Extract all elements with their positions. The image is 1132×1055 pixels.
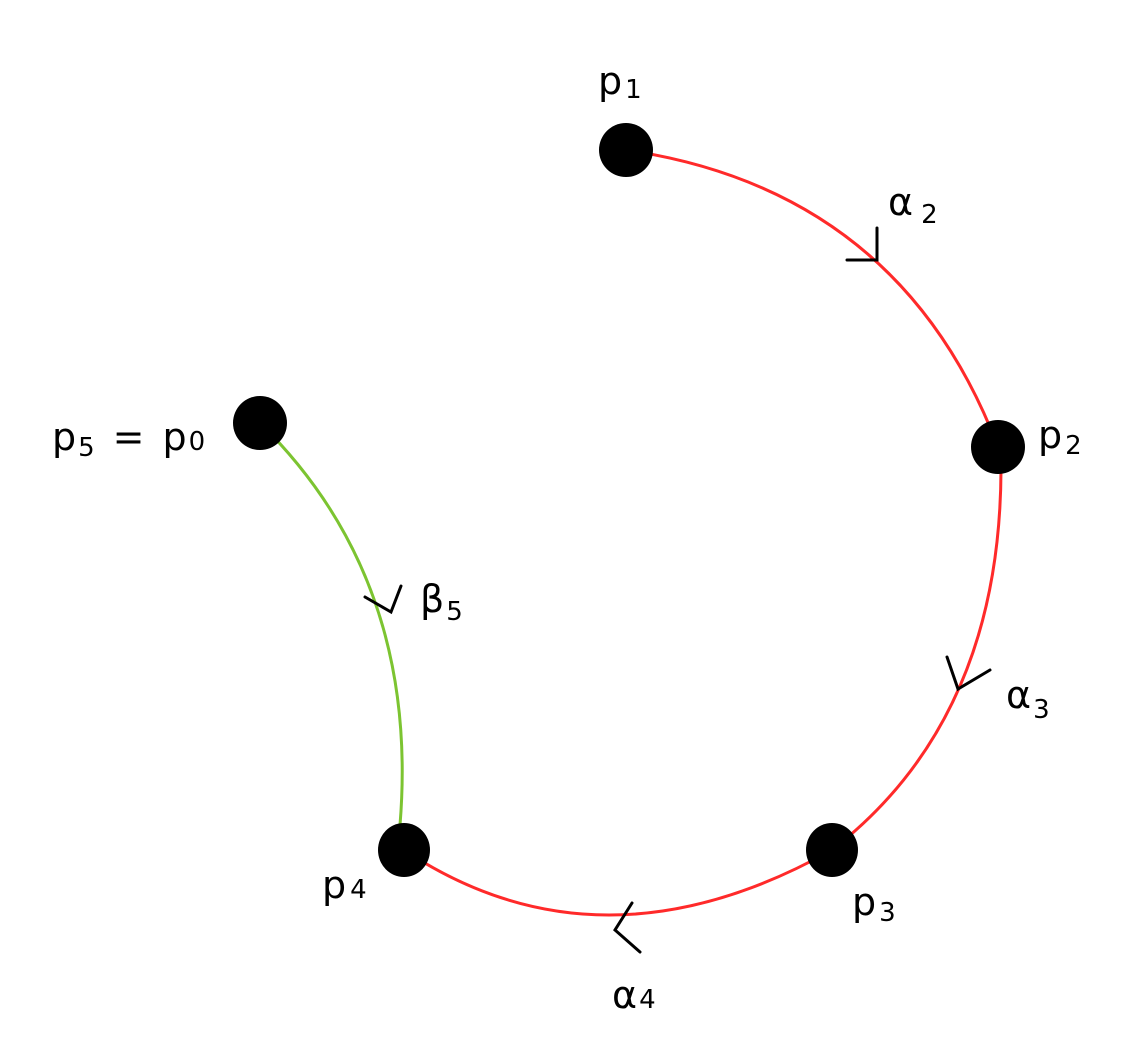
arrow-alpha2-icon	[845, 226, 879, 262]
arrow-alpha3-icon	[945, 655, 992, 692]
label-p5-equals-p0: p5=p0	[52, 415, 205, 463]
node-p1	[599, 123, 653, 177]
edge-alpha2	[625, 148, 1000, 448]
node-p5	[233, 396, 287, 450]
node-p2	[971, 420, 1025, 474]
node-p4	[378, 823, 430, 877]
label-beta5: β5	[420, 577, 463, 627]
edge-alpha4	[403, 848, 833, 917]
node-p3	[806, 823, 858, 877]
edge-beta5	[258, 421, 404, 826]
edge-alpha3	[831, 469, 1003, 852]
label-alpha4: α4	[612, 973, 656, 1017]
label-alpha3: α3	[1006, 673, 1050, 725]
arrow-alpha4-icon	[613, 901, 642, 954]
arrow-beta5-icon	[363, 584, 403, 615]
